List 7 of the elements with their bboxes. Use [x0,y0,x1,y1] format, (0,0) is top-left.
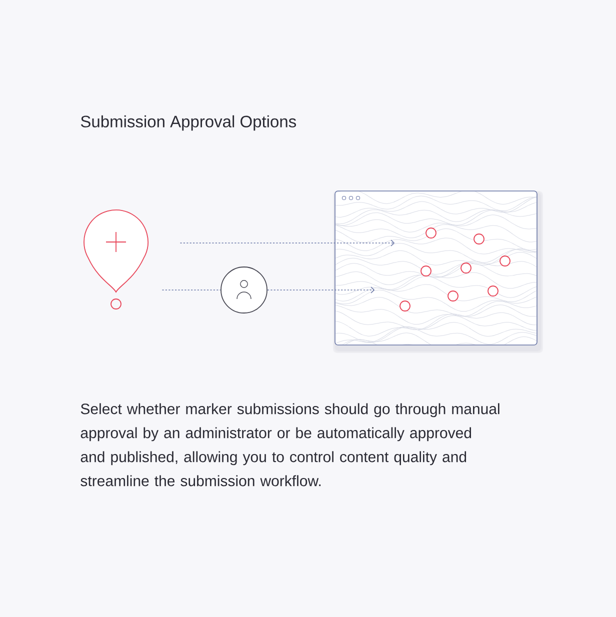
map-window-drawing [333,190,543,353]
user-icon [220,266,268,314]
arrow [180,240,395,246]
arrow [267,286,375,294]
description: Select whether marker submissions should go through manual approval by an administrator or be automatically approved and published, allowing you to control content quality and streamline the submission workflow. [80,403,500,486]
title: Submission Approval Options [80,115,296,131]
map-pin-drawing [84,210,148,310]
